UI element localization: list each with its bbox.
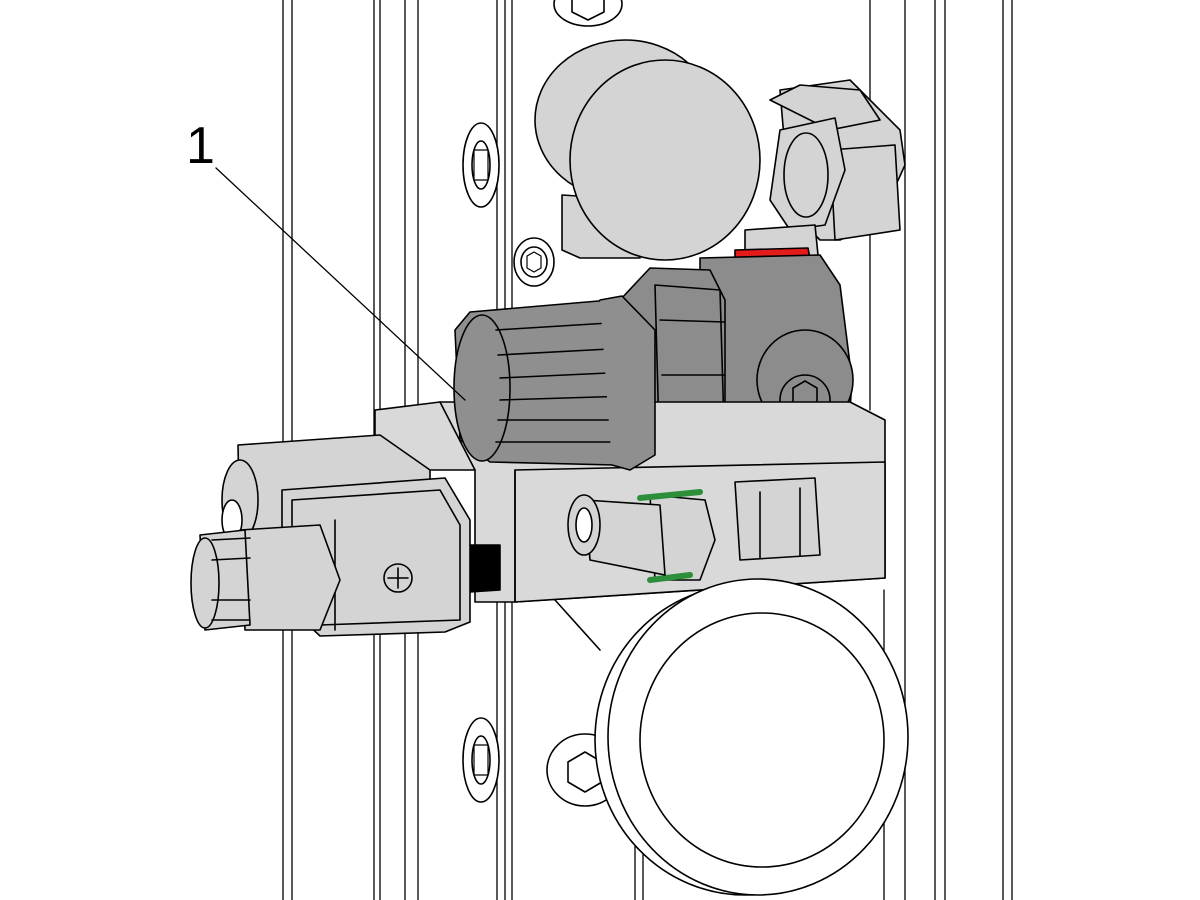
top-gauge bbox=[534, 39, 761, 261]
rail-bolt-bottom-left bbox=[462, 717, 500, 803]
rail-bolt-top bbox=[553, 0, 623, 27]
solenoid-plug bbox=[190, 524, 341, 631]
bottom-pressure-gauge bbox=[554, 578, 909, 896]
rail-bolt-top-left bbox=[462, 122, 500, 208]
push-in-fitting bbox=[567, 489, 716, 583]
bottom-hex-fitting bbox=[734, 477, 821, 561]
rail-bolt-mid bbox=[513, 237, 555, 287]
callout-number-1: 1 bbox=[186, 117, 215, 175]
adjustment-knob bbox=[453, 295, 656, 471]
callout-leader-line bbox=[215, 167, 466, 401]
top-right-elbow-fitting bbox=[744, 79, 906, 261]
